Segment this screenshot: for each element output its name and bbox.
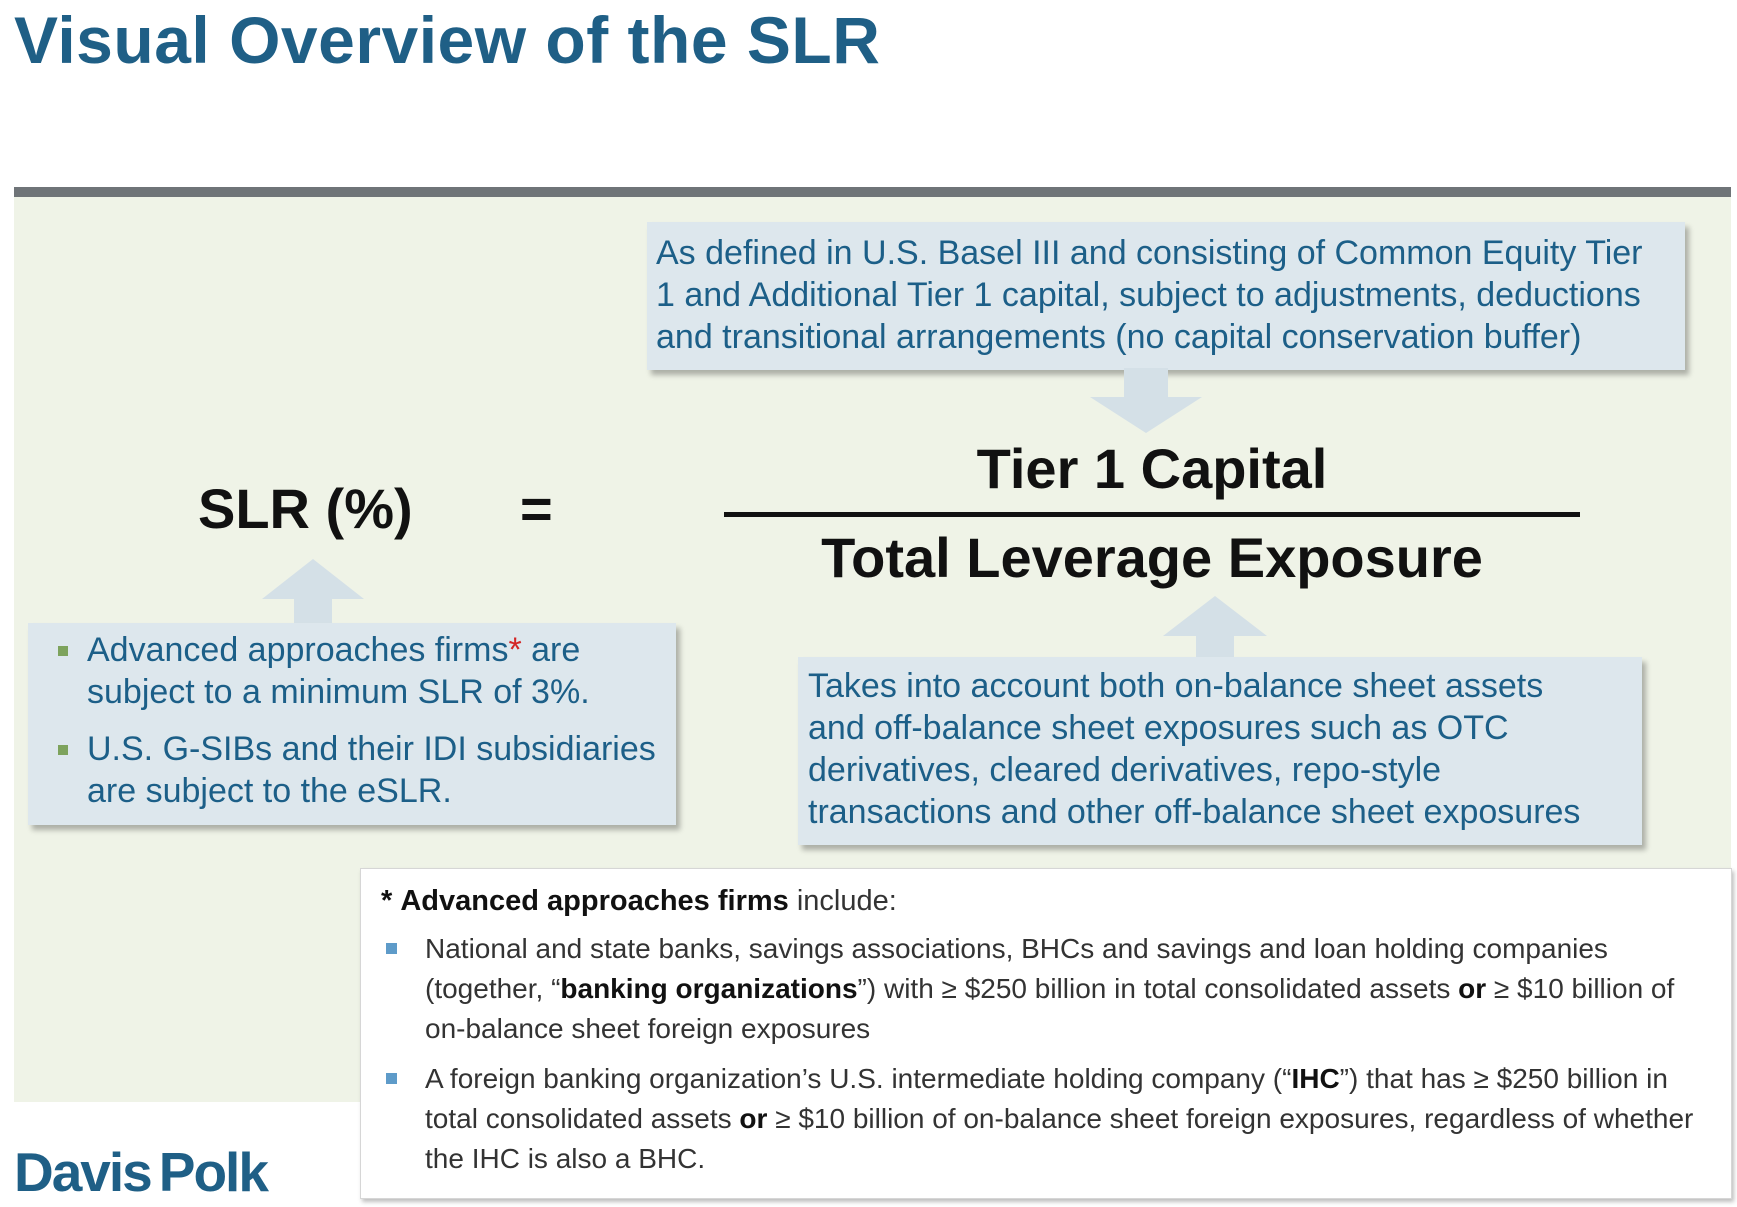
footnote-heading-bold: Advanced approaches firms xyxy=(400,885,789,917)
item-bold-text: banking organizations xyxy=(560,973,858,1004)
callout-line: and off-balance sheet exposures such as … xyxy=(808,709,1509,747)
bullet-text-line: U.S. G-SIBs and their IDI subsidiaries xyxy=(87,730,656,768)
slr-label: SLR (%) xyxy=(198,477,413,540)
logo-word: Polk xyxy=(158,1141,269,1203)
numerator-tier1-capital: Tier 1 Capital xyxy=(976,437,1328,500)
asterisk-mark: * xyxy=(381,885,393,917)
list-item: A foreign banking organization’s U.S. in… xyxy=(381,1059,1721,1179)
callout-line: As defined in U.S. Basel III and consist… xyxy=(656,234,1643,272)
fraction-bar xyxy=(724,512,1580,517)
footnote-heading-text: include: xyxy=(788,885,897,917)
slr-bullet-list: Advanced approaches firms* are subject t… xyxy=(42,629,668,812)
footnote-list: National and state banks, savings associ… xyxy=(381,929,1721,1179)
up-arrow-icon xyxy=(1163,596,1267,658)
advanced-approaches-footnote: * Advanced approaches firms include: Nat… xyxy=(360,868,1732,1199)
asterisk-mark: * xyxy=(508,631,522,669)
list-item: National and state banks, savings associ… xyxy=(381,929,1721,1049)
list-item: U.S. G-SIBs and their IDI subsidiaries a… xyxy=(42,728,668,812)
down-arrow-icon xyxy=(1090,368,1202,433)
item-text: ”) with ≥ $250 billion in total consolid… xyxy=(857,973,1459,1004)
square-bullet-icon xyxy=(58,646,68,656)
total-leverage-exposure-callout: Takes into account both on-balance sheet… xyxy=(798,657,1642,845)
bullet-text-line: subject to a minimum SLR of 3%. xyxy=(87,673,590,711)
item-text: ”) that has ≥ $250 billion in total cons… xyxy=(425,1063,1668,1134)
bullet-text: are xyxy=(521,631,581,669)
square-bullet-icon xyxy=(58,745,68,755)
callout-line: and transitional arrangements (no capita… xyxy=(656,318,1582,356)
page-title: Visual Overview of the SLR xyxy=(14,3,881,77)
bullet-text-line: are subject to the eSLR. xyxy=(87,772,452,810)
item-text: National and state banks, savings associ… xyxy=(425,933,1608,1004)
equals-sign: = xyxy=(520,477,553,540)
tier1-capital-callout: As defined in U.S. Basel III and consist… xyxy=(647,222,1685,370)
square-bullet-icon xyxy=(386,943,397,954)
item-text: ≥ $10 billion of on-balance sheet foreig… xyxy=(425,973,1675,1044)
bullet-text-line: Advanced approaches firms* are xyxy=(87,629,668,671)
callout-line: transactions and other off-balance sheet… xyxy=(808,793,1581,831)
callout-line: 1 and Additional Tier 1 capital, subject… xyxy=(656,276,1641,314)
item-text: A foreign banking organization’s U.S. in… xyxy=(425,1063,1292,1094)
logo-word: Davis xyxy=(14,1141,153,1203)
item-text: ≥ $10 billion of on-balance sheet foreig… xyxy=(425,1103,1694,1174)
bullet-text: Advanced approaches firms xyxy=(87,631,509,669)
item-bold-text: or xyxy=(739,1103,768,1134)
up-arrow-icon xyxy=(262,559,364,624)
item-bold-text: or xyxy=(1458,973,1487,1004)
callout-line: Takes into account both on-balance sheet… xyxy=(808,667,1544,705)
list-item: Advanced approaches firms* are subject t… xyxy=(42,629,668,713)
callout-line: derivatives, cleared derivatives, repo-s… xyxy=(808,751,1442,789)
slr-requirements-callout: Advanced approaches firms* are subject t… xyxy=(28,623,676,825)
footnote-heading: * Advanced approaches firms include: xyxy=(381,883,1721,919)
denominator-total-leverage-exposure: Total Leverage Exposure xyxy=(821,526,1483,589)
title-divider xyxy=(14,187,1731,197)
square-bullet-icon xyxy=(386,1073,397,1084)
item-bold-text: IHC xyxy=(1291,1063,1340,1094)
